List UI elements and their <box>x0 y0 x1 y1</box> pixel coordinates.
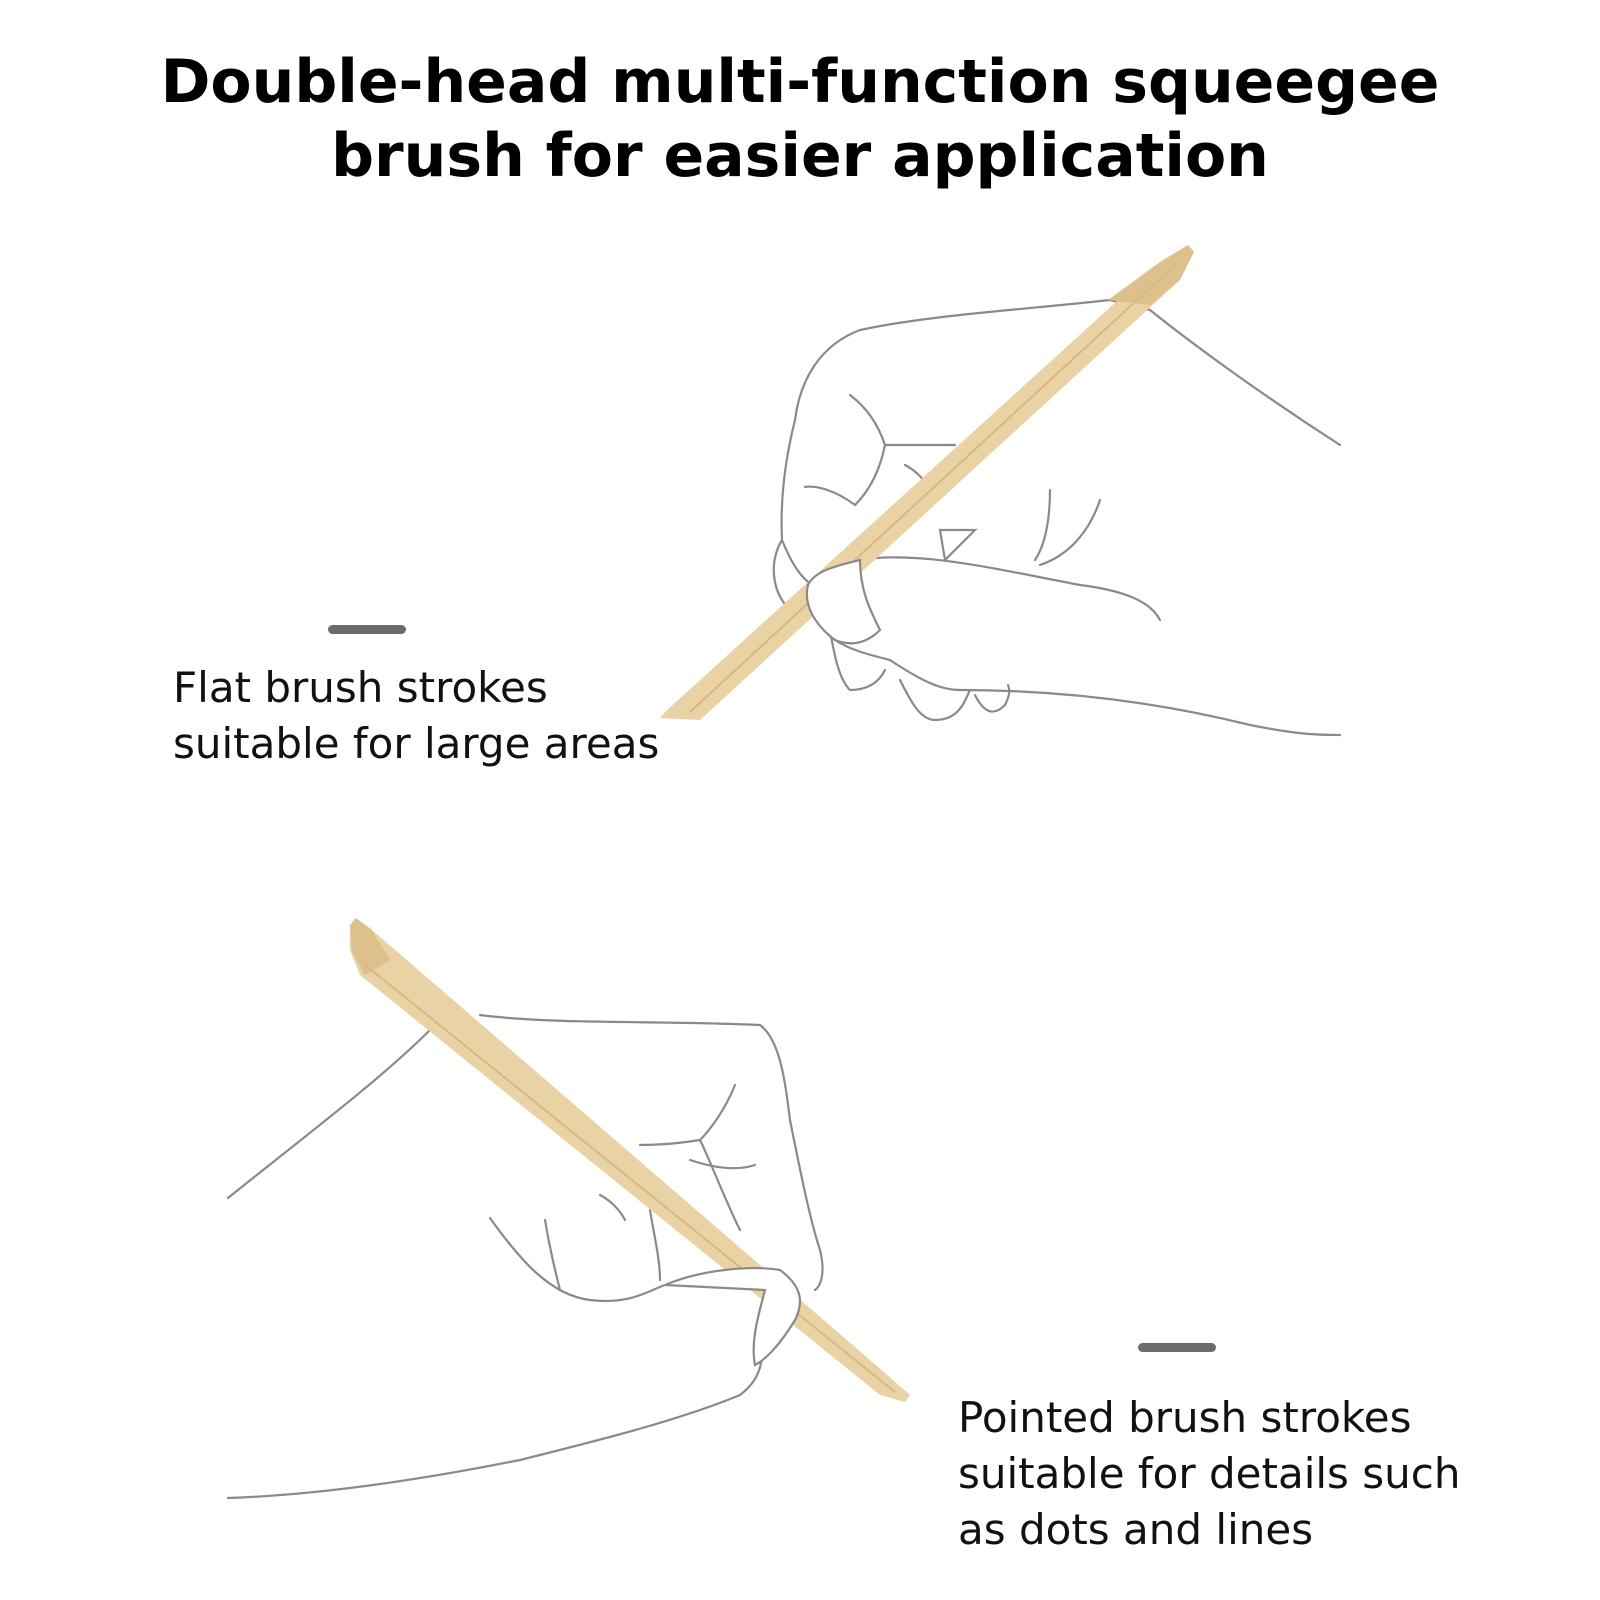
flat-divider-dash <box>328 625 406 634</box>
flat-caption-line-1: Flat brush strokes <box>173 663 548 712</box>
hand-illustration-bottom <box>226 1013 824 1500</box>
headline-line-2: brush for easier application <box>331 121 1269 191</box>
brush-stick-bottom <box>350 918 910 1402</box>
pointed-caption-line-3: as dots and lines <box>958 1505 1314 1554</box>
brush-stick-top <box>660 245 1194 720</box>
pointed-caption-line-1: Pointed brush strokes <box>958 1393 1412 1442</box>
pointed-caption-line-2: suitable for details such <box>958 1449 1461 1498</box>
headline: Double-head multi-function squeegee brus… <box>0 45 1600 193</box>
pointed-divider-dash <box>1138 1343 1216 1352</box>
flat-caption: Flat brush strokes suitable for large ar… <box>173 660 659 772</box>
flat-caption-line-2: suitable for large areas <box>173 719 660 768</box>
headline-line-1: Double-head multi-function squeegee <box>160 47 1440 117</box>
pointed-caption: Pointed brush strokes suitable for detai… <box>958 1390 1460 1558</box>
